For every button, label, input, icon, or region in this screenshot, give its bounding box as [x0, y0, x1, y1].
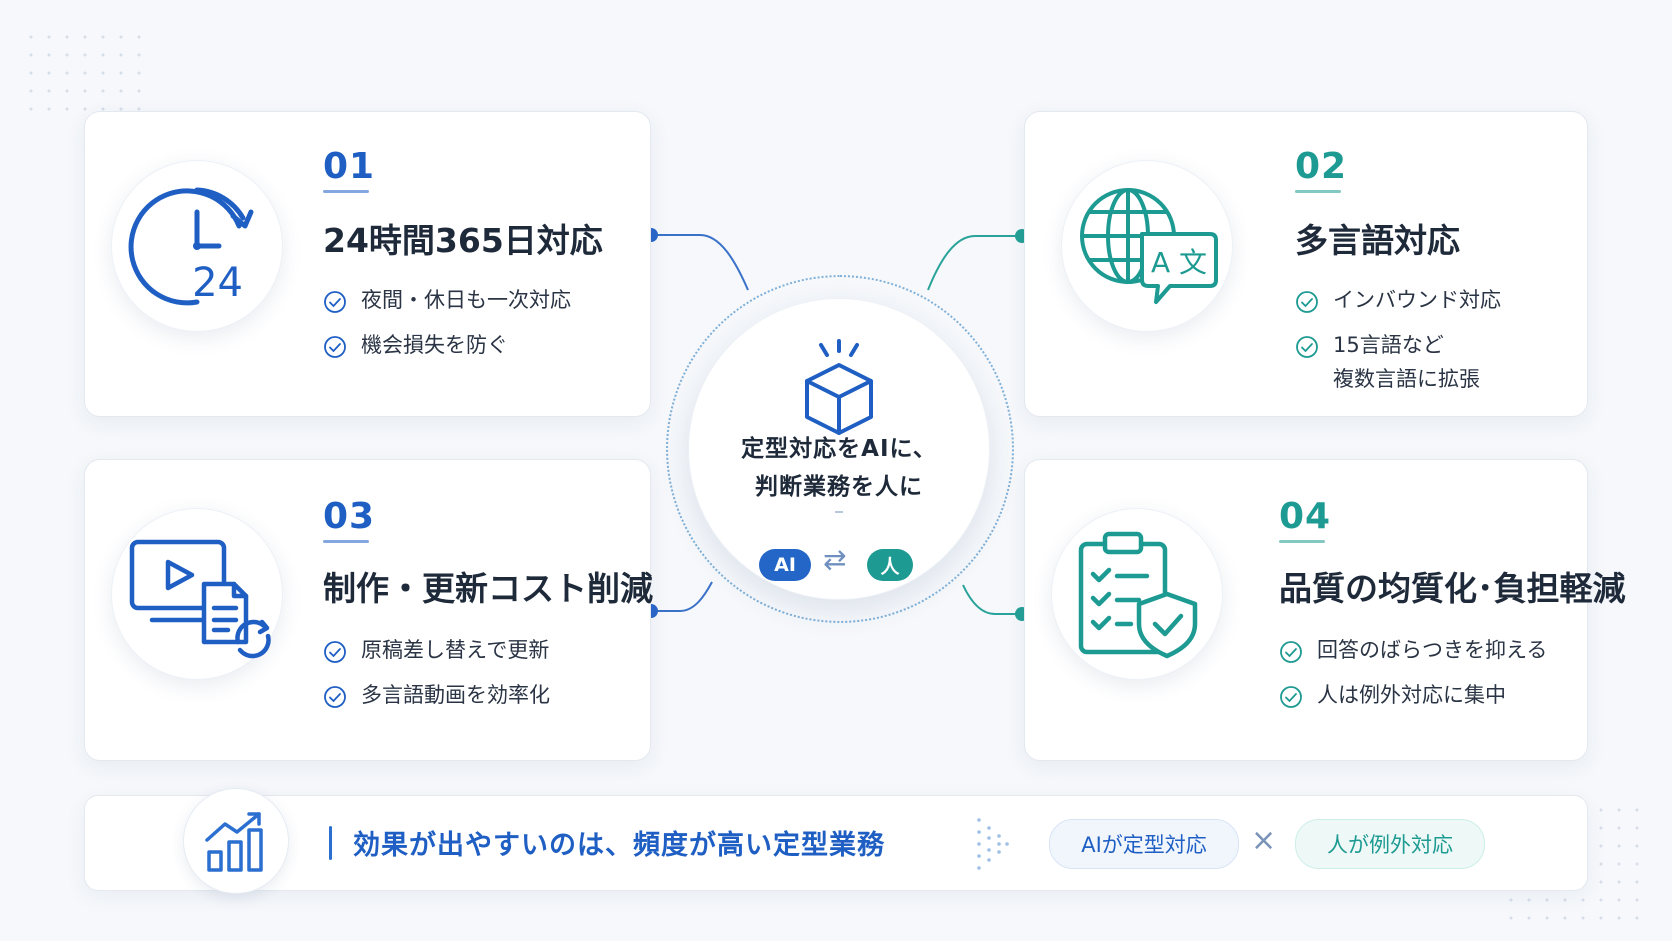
hub-divider: [835, 511, 843, 513]
check-circle-icon: [1296, 291, 1318, 313]
check-circle-icon: [324, 686, 346, 708]
clock-24-label: 24: [192, 260, 243, 306]
tag-ai-routine: AIが定型対応: [1049, 819, 1239, 869]
icon-circle: 24: [111, 160, 283, 332]
summary-banner: 効果が出やすいのは、頻度が高い定型業務 AIが定型対応 × 人が例外対応: [84, 788, 1588, 894]
list-item: インバウンド対応: [1295, 288, 1501, 317]
card-title: 制作・更新コスト削減: [323, 569, 653, 608]
card-checklist: 回答のばらつきを抑える 人は例外対応に集中: [1279, 638, 1547, 728]
list-item-text: 原稿差し替えで更新: [361, 638, 550, 662]
list-item: 回答のばらつきを抑える: [1279, 638, 1547, 667]
globe-translate-icon: A 文: [1080, 188, 1218, 304]
feature-card-02: A 文 02 多言語対応 インバウンド対応 15言語など 複数言語に拡張: [1024, 111, 1588, 417]
hub-line-1: 定型対応をAIに、: [741, 436, 937, 462]
list-item-text: 人は例外対応に集中: [1317, 683, 1506, 707]
center-hub: 定型対応をAIに、 判断業務を人に AI ⇄ 人: [688, 298, 990, 600]
growth-chart-icon: [205, 812, 263, 872]
list-item-text: 15言語など 複数言語に拡張: [1333, 333, 1480, 391]
dotted-chevron-icon: [977, 818, 1009, 870]
list-item-text: 機会損失を防ぐ: [361, 333, 508, 357]
list-item-text: 夜間・休日も一次対応: [361, 288, 571, 312]
feature-card-04: 04 品質の均質化･負担軽減 回答のばらつきを抑える 人は例外対応に集中: [1024, 459, 1626, 761]
icon-circle: [111, 508, 283, 680]
check-circle-icon: [324, 641, 346, 663]
check-circle-icon: [1280, 686, 1302, 708]
background-dots: [22, 28, 152, 118]
hub-line-2: 判断業務を人に: [755, 474, 923, 500]
check-circle-icon: [1280, 641, 1302, 663]
accent-bar: [329, 826, 332, 860]
card-checklist: 原稿差し替えで更新 多言語動画を効率化: [323, 638, 550, 728]
card-title: 品質の均質化･負担軽減: [1279, 569, 1626, 608]
clock-24-icon: 24: [128, 187, 254, 306]
card-number: 03: [323, 496, 376, 543]
cube-icon: [805, 339, 873, 435]
check-circle-icon: [324, 336, 346, 358]
swap-arrows-icon: ⇄: [823, 543, 847, 576]
card-title: 多言語対応: [1295, 221, 1460, 260]
check-circle-icon: [324, 291, 346, 313]
check-circle-icon: [1296, 336, 1318, 358]
list-item: 機会損失を防ぐ: [323, 333, 571, 362]
ai-pill: AI: [759, 549, 811, 581]
list-item: 原稿差し替えで更新: [323, 638, 550, 667]
feature-card-01: 24 01 24時間365日対応 夜間・休日も一次対応 機会損失を防ぐ: [84, 111, 651, 417]
human-pill: 人: [867, 549, 913, 581]
card-number: 02: [1295, 146, 1348, 193]
card-checklist: インバウンド対応 15言語など 複数言語に拡張: [1295, 288, 1501, 412]
multiply-icon: ×: [1251, 823, 1277, 858]
clipboard-shield-icon: [1078, 531, 1198, 659]
card-checklist: 夜間・休日も一次対応 機会損失を防ぐ: [323, 288, 571, 378]
card-title: 24時間365日対応: [323, 221, 603, 260]
hub-dotted-ring: [666, 275, 1014, 623]
list-item: 夜間・休日も一次対応: [323, 288, 571, 317]
list-item-text: 多言語動画を効率化: [361, 683, 550, 707]
list-item: 人は例外対応に集中: [1279, 683, 1547, 712]
list-item-text: インバウンド対応: [1333, 288, 1501, 312]
list-item: 15言語など 複数言語に拡張: [1295, 333, 1501, 396]
card-number: 04: [1279, 496, 1332, 543]
tag-human-exception: 人が例外対応: [1295, 819, 1485, 869]
card-number: 01: [323, 146, 376, 193]
icon-circle: A 文: [1061, 160, 1233, 332]
icon-circle: [183, 788, 289, 894]
feature-card-03: 03 制作・更新コスト削減 原稿差し替えで更新 多言語動画を効率化: [84, 459, 653, 761]
summary-message: 効果が出やすいのは、頻度が高い定型業務: [353, 830, 885, 861]
translate-label: A 文: [1151, 246, 1207, 279]
video-document-refresh-icon: [129, 539, 271, 659]
icon-circle: [1051, 508, 1223, 680]
list-item: 多言語動画を効率化: [323, 683, 550, 712]
list-item-text: 回答のばらつきを抑える: [1317, 638, 1548, 662]
